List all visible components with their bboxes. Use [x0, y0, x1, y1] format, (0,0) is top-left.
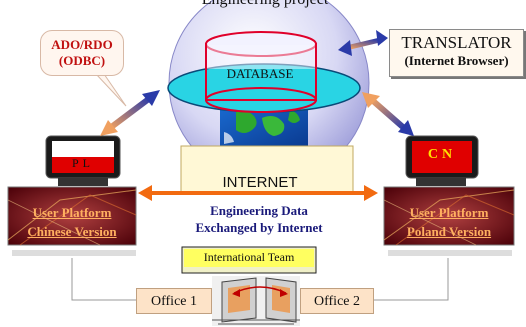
exchange-text-box [177, 199, 341, 239]
translator-title: TRANSLATOR [401, 33, 512, 52]
exchange-line2: Exchanged by Internet [195, 220, 323, 235]
internet-box [180, 145, 354, 195]
international-team-label: International Team [203, 250, 295, 264]
left-platform-line1: User Platform [32, 205, 112, 220]
callout-line2: (ODBC) [58, 53, 106, 68]
right-platform-line1: User Platform [409, 205, 489, 220]
ado-rdo-callout: ADO/RDO (ODBC) [40, 30, 124, 76]
left-diagonal-arrow [100, 90, 160, 136]
right-diagonal-arrow [362, 92, 414, 136]
callout-line1: ADO/RDO [51, 37, 113, 52]
left-monitor-label: PL [71, 156, 94, 170]
translator-subtitle: (Internet Browser) [404, 53, 509, 68]
left-platform [7, 186, 137, 256]
left-monitor [45, 135, 121, 186]
office-1-box: Office 1 [136, 288, 212, 314]
office-computers [212, 276, 300, 326]
right-monitor [405, 135, 479, 186]
page-title: Engineering project [185, 0, 345, 9]
left-platform-line2: Chinese Version [27, 224, 117, 239]
exchange-arrow [138, 185, 378, 201]
right-monitor-label: CN [427, 147, 457, 162]
office-2-box: Office 2 [300, 288, 374, 314]
right-platform [383, 186, 515, 256]
translator-box: TRANSLATOR (Internet Browser) [389, 29, 524, 77]
right-platform-line2: Poland Version [406, 224, 492, 239]
translator-arrow [338, 30, 388, 56]
exchange-line1: Engineering Data [210, 203, 308, 218]
internet-label: INTERNET [222, 174, 298, 191]
database-label: DATABASE [226, 66, 294, 81]
